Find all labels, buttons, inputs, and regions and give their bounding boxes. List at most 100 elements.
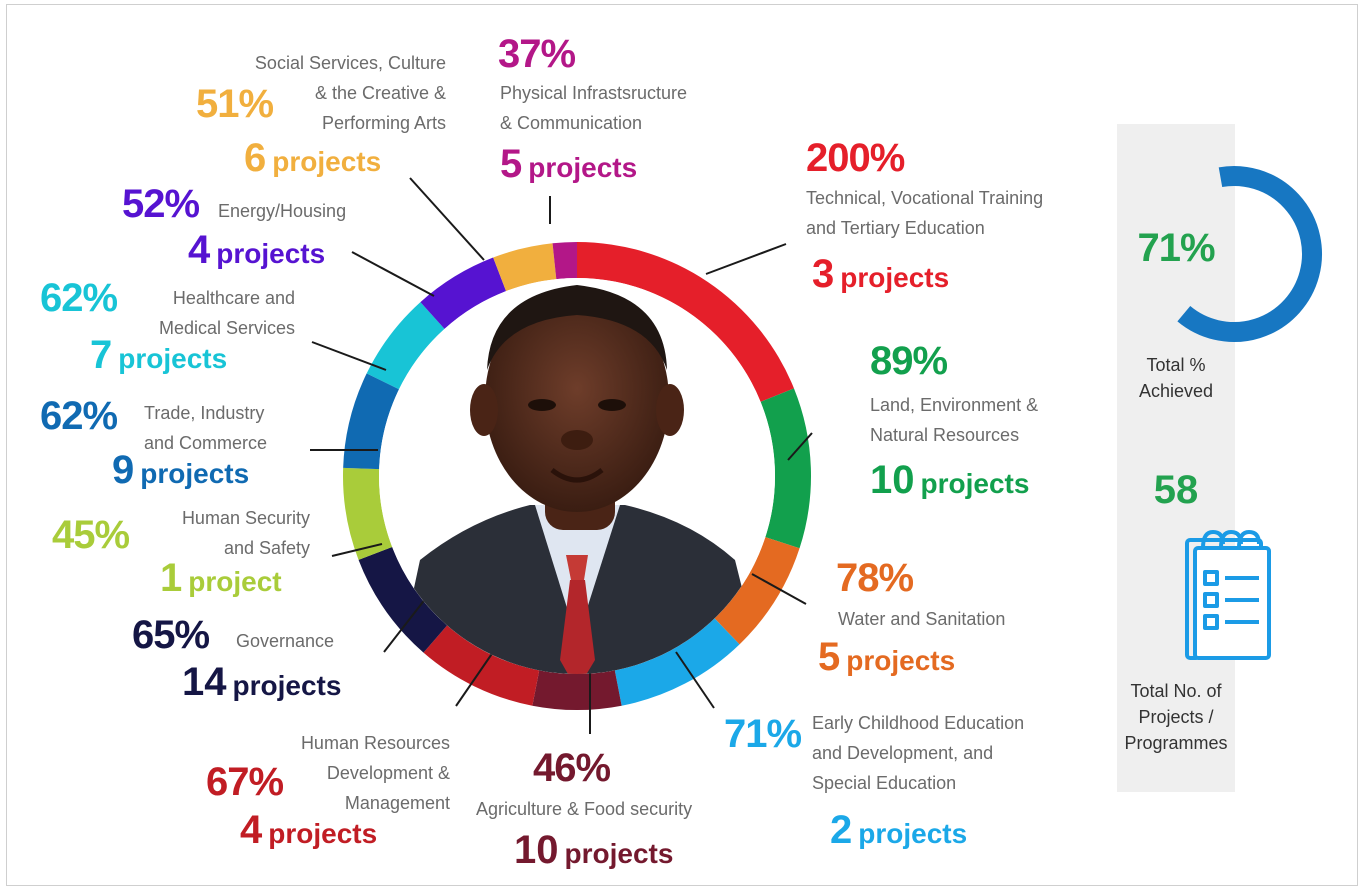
total-percent-value: 71% bbox=[1137, 226, 1215, 270]
project-word: projects bbox=[920, 468, 1030, 499]
percent-human-security: 45% bbox=[52, 513, 130, 557]
percent-water: 78% bbox=[836, 556, 914, 600]
percent-physical: 37% bbox=[498, 32, 576, 76]
donut-segment-hr bbox=[423, 625, 540, 706]
total-percent-label: Total % Achieved bbox=[1117, 352, 1235, 404]
description-healthcare: Healthcare and Medical Services bbox=[120, 283, 295, 343]
description-line: Human Security bbox=[181, 508, 310, 528]
label-line: Total % bbox=[1146, 355, 1206, 375]
description-energy: Energy/Housing bbox=[218, 196, 346, 226]
description-line: Physical Infrastsructure bbox=[500, 83, 688, 103]
description-line: Land, Environment & bbox=[870, 395, 1039, 415]
description-human-security: Human Security and Safety bbox=[110, 503, 310, 563]
project-count: 4 bbox=[240, 808, 263, 852]
project-count: 4 bbox=[188, 228, 211, 272]
total-projects-label: Total No. of Projects / Programmes bbox=[1117, 678, 1235, 756]
description-line: and Development, and bbox=[812, 743, 994, 763]
leader-line bbox=[311, 341, 387, 371]
description-governance: Governance bbox=[236, 626, 334, 656]
description-physical: Physical Infrastsructure & Communication bbox=[500, 78, 687, 138]
description-line: and Safety bbox=[223, 538, 310, 558]
description-agriculture: Agriculture & Food security bbox=[476, 794, 692, 824]
donut-segment-healthcare bbox=[366, 302, 445, 390]
project-word: projects bbox=[140, 458, 250, 489]
project-word: projects bbox=[858, 818, 968, 849]
description-line: Early Childhood Education bbox=[812, 713, 1025, 733]
description-hr: Human Resources Development & Management bbox=[240, 728, 450, 818]
description-line: Technical, Vocational Training bbox=[806, 188, 1044, 208]
description-line: and Tertiary Education bbox=[806, 218, 985, 238]
description-line: and Commerce bbox=[144, 433, 268, 453]
donut-segment-trade bbox=[343, 373, 400, 470]
description-line: Human Resources bbox=[300, 733, 450, 753]
donut-segment-social bbox=[493, 243, 557, 292]
description-line: Healthcare and bbox=[172, 288, 295, 308]
description-line: Development & bbox=[326, 763, 450, 783]
project-word: projects bbox=[846, 645, 956, 676]
project-word: projects bbox=[216, 238, 326, 269]
leader-line bbox=[751, 573, 807, 605]
donut-segment-human_security bbox=[343, 467, 393, 560]
label-line: Programmes bbox=[1124, 733, 1228, 753]
leader-line bbox=[331, 543, 383, 557]
project-count: 2 bbox=[830, 808, 853, 852]
total-projects-value: 58 bbox=[1153, 468, 1199, 512]
description-line: & Communication bbox=[500, 113, 643, 133]
leader-line bbox=[705, 243, 787, 275]
description-line: Management bbox=[344, 793, 450, 813]
clipboard-list-icon bbox=[1185, 530, 1271, 660]
project-count: 14 bbox=[182, 660, 227, 704]
project-count: 10 bbox=[870, 458, 915, 502]
donut-segment-physical bbox=[552, 242, 577, 280]
description-early: Early Childhood Education and Developmen… bbox=[812, 708, 1024, 798]
project-count: 10 bbox=[514, 828, 559, 872]
description-trade: Trade, Industry and Commerce bbox=[144, 398, 267, 458]
description-line: Performing Arts bbox=[321, 113, 446, 133]
project-word: projects bbox=[272, 146, 382, 177]
description-social: Social Services, Culture & the Creative … bbox=[196, 48, 446, 138]
percent-land: 89% bbox=[870, 339, 948, 383]
label-line: Achieved bbox=[1138, 381, 1214, 401]
project-count: 5 bbox=[500, 142, 523, 186]
description-line: Water and Sanitation bbox=[838, 609, 1006, 629]
project-word: projects bbox=[118, 343, 228, 374]
description-line: Trade, Industry bbox=[144, 403, 265, 423]
description-technical: Technical, Vocational Training and Terti… bbox=[806, 183, 1043, 243]
label-line: Projects / bbox=[1138, 707, 1214, 727]
project-word: projects bbox=[840, 262, 950, 293]
description-line: Special Education bbox=[812, 773, 957, 793]
donut-segment-early bbox=[614, 618, 740, 706]
total-progress-ring bbox=[1177, 166, 1322, 342]
description-water: Water and Sanitation bbox=[838, 604, 1005, 634]
project-word: projects bbox=[564, 838, 674, 869]
donut-segment-land bbox=[760, 388, 811, 549]
percent-energy: 52% bbox=[122, 182, 200, 226]
donut-segment-water bbox=[714, 537, 800, 645]
project-word: projects bbox=[268, 818, 378, 849]
summary-panel: 71% Total % Achieved 58 Total N bbox=[1117, 124, 1322, 792]
description-line: Natural Resources bbox=[870, 425, 1020, 445]
project-count: 1 bbox=[160, 556, 183, 600]
total-progress-arc bbox=[1177, 166, 1322, 342]
project-word: projects bbox=[528, 152, 638, 183]
description-line: Medical Services bbox=[158, 318, 295, 338]
percent-technical: 200% bbox=[806, 136, 905, 180]
donut-segment-governance bbox=[358, 546, 448, 653]
project-count: 7 bbox=[90, 333, 113, 377]
percent-agriculture: 46% bbox=[533, 746, 611, 790]
donut-segment-agriculture bbox=[532, 670, 622, 710]
description-line: Energy/Housing bbox=[218, 201, 347, 221]
description-line: & the Creative & bbox=[314, 83, 446, 103]
percent-hr: 67% bbox=[206, 760, 284, 804]
description-line: Governance bbox=[236, 631, 335, 651]
project-word: project bbox=[188, 566, 282, 597]
